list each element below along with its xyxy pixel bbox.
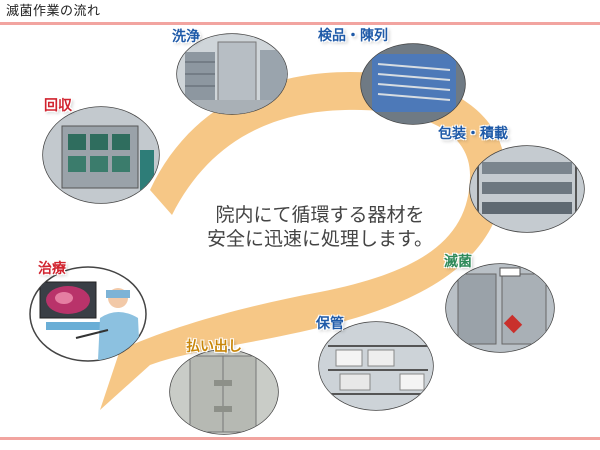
center-message-line-2: 安全に迅速に処理します。: [206, 228, 434, 250]
sterilizer-photo: [445, 263, 555, 353]
flow-arrow: [100, 72, 505, 410]
center-message: 院内にて循環する器材を 安全に迅速に処理します。: [170, 203, 470, 251]
step-label-sterilize: 滅菌: [444, 254, 472, 270]
center-message-line-1: 院内にて循環する器材を: [215, 204, 425, 226]
step-label-dispatch: 払い出し: [186, 339, 242, 355]
step-label-treatment: 治療: [38, 261, 66, 277]
dispatch-cabinet-photo: [169, 349, 279, 435]
top-rule: [0, 22, 600, 25]
step-label-packaging: 包装・積載: [438, 126, 508, 142]
surgery-illustration: [29, 266, 147, 362]
washer-racks-photo: [176, 33, 288, 115]
collection-cart-photo: [42, 106, 160, 204]
page-title: 滅菌作業の流れ: [6, 4, 101, 19]
step-label-storage: 保管: [316, 316, 344, 332]
step-label-collection: 回収: [44, 98, 72, 114]
step-label-inspection: 検品・陳列: [318, 28, 388, 44]
packed-rack-photo: [469, 145, 585, 233]
storage-shelf-photo: [318, 321, 434, 411]
bottom-rule: [0, 437, 600, 440]
step-label-wash: 洗浄: [172, 29, 200, 45]
instrument-tray-photo: [360, 43, 466, 125]
